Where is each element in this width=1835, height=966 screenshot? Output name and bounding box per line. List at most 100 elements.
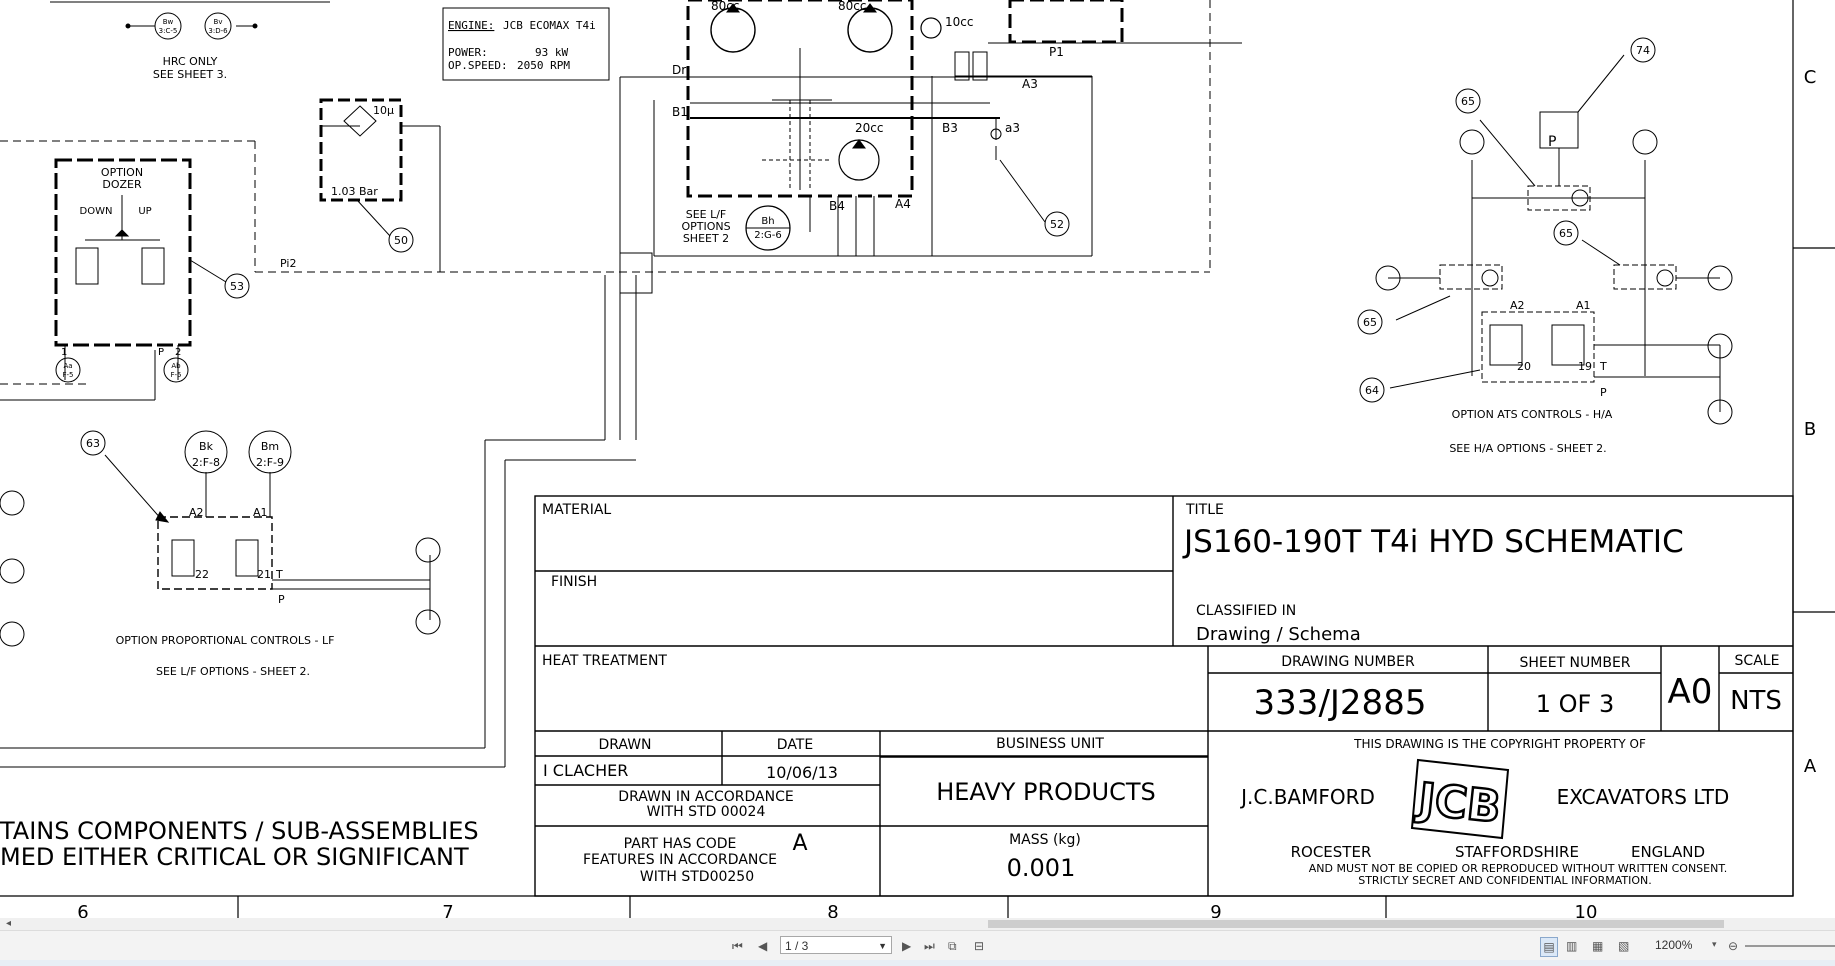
ats-refs [1375,129,1733,425]
hrc-refs [50,1,330,40]
balloon-65-b: 65 [1559,227,1573,240]
prop-lf-refs [0,430,441,647]
svg-text:20: 20 [1517,360,1531,373]
see-lf-note: SEE L/F OPTIONS SHEET 2 [681,208,730,245]
svg-text:Bv: Bv [214,18,223,26]
zoom-dropdown-icon[interactable]: ▾ [1712,938,1717,949]
mass-label: MASS (kg) [1009,832,1081,848]
scrollbar-thumb[interactable] [988,920,1724,928]
drawing-title: JS160-190T T4i HYD SCHEMATIC [1182,524,1684,560]
jcb-logo: JCB [1410,758,1510,840]
ats-ports: A2 A1 20 19 T P P [1510,134,1607,399]
prop-lf-valves [104,454,431,620]
chevron-down-icon: ▼ [878,941,887,951]
company-right: EXCAVATORS LTD [1557,785,1730,809]
copy-page-icon[interactable]: ⧉ [948,938,957,953]
svg-text:Bm: Bm [261,440,279,453]
svg-text:2:F-9: 2:F-9 [256,456,284,469]
sheet-size: A0 [1668,672,1713,712]
drawn-label: DRAWN [598,737,651,753]
dozer-valves [64,195,179,380]
zoom-out-icon[interactable]: ⊖ [1728,939,1739,953]
balloon-64: 64 [1365,384,1379,397]
two-page-continuous-icon[interactable]: ▧ [1618,939,1630,953]
svg-text:A2: A2 [1510,299,1525,312]
next-page-icon[interactable]: ▶ [902,939,912,953]
two-page-view-icon[interactable]: ▦ [1592,939,1604,953]
pilot-lines [0,0,1211,385]
scroll-left-icon[interactable]: ◂ [6,918,12,929]
company-left: J.C.BAMFORD [1239,785,1375,809]
compare-pages-icon[interactable]: ⊟ [974,939,985,953]
svg-text:Dr: Dr [672,63,686,77]
scale-label: SCALE [1735,653,1780,669]
filter-box [319,98,403,202]
grid-col-labels: 6 7 8 9 10 [77,902,1597,918]
svg-text:SHEET 2: SHEET 2 [683,232,729,245]
svg-text:80cc: 80cc [711,0,739,13]
col-label-6: 6 [77,902,88,918]
zoom-slider[interactable] [1745,945,1835,947]
svg-text:2:G-6: 2:G-6 [754,230,781,241]
title-label: TITLE [1185,502,1224,518]
last-page-icon[interactable]: ⏭ [924,938,935,953]
svg-text:T: T [275,568,283,581]
svg-text:SEE L/F: SEE L/F [686,208,727,221]
page-select[interactable]: 1 / 3 ▼ [780,936,892,954]
filter-icon [343,105,377,137]
power-value: 93 kW [535,46,568,59]
ats-note-1: OPTION ATS CONTROLS - H/A [1452,408,1613,421]
svg-text:A1: A1 [1576,299,1591,312]
balloon-53: 53 [230,280,244,293]
engine-info-box [442,7,610,81]
svg-text:Aa: Aa [63,362,72,370]
svg-text:P: P [158,347,164,358]
svg-text:A1: A1 [253,506,268,519]
p1-valve-box [1008,0,1124,44]
drawn-by: I CLACHER [543,761,628,780]
location-2: STAFFORDSHIRE [1455,843,1579,861]
svg-text:DOZER: DOZER [102,178,142,191]
page-select-value: 1 / 3 [785,939,809,953]
svg-text:P: P [1600,386,1607,399]
first-page-icon[interactable]: ⏮ [732,938,743,953]
part-code-1: PART HAS CODE [624,836,737,852]
balloon-52: 52 [1050,218,1064,231]
row-label-a: A [1804,756,1817,777]
ats-circuit [1388,54,1721,412]
svg-text:F-5: F-5 [170,371,181,379]
drawn-date: 10/06/13 [766,763,838,782]
balloon-50: 50 [394,234,408,247]
svg-text:P1: P1 [1049,45,1064,59]
note-line-2: MED EITHER CRITICAL OR SIGNIFICANT [0,843,469,871]
location-1: ROCESTER [1291,843,1372,861]
zoom-level[interactable]: 1200% [1655,938,1693,952]
speed-value: 2050 RPM [517,59,570,72]
schematic-canvas: C B A 6 7 8 9 10 Bw3:C-5 Bv3:D-6 HRC ONL… [0,0,1835,918]
copyright-line-1: THIS DRAWING IS THE COPYRIGHT PROPERTY O… [1353,737,1646,751]
svg-text:A2: A2 [189,506,204,519]
svg-text:a3: a3 [1005,121,1020,135]
dozer-labels: OPTION DOZER DOWN UP [80,166,152,217]
horizontal-scrollbar[interactable]: ◂ [0,918,1835,930]
svg-text:B3: B3 [942,121,958,135]
prop-lf-note-1: OPTION PROPORTIONAL CONTROLS - LF [116,634,335,647]
balloon-65-c: 65 [1363,316,1377,329]
continuous-view-icon[interactable]: ▥ [1566,939,1578,953]
copyright-line-2: AND MUST NOT BE COPIED OR REPRODUCED WIT… [1309,862,1728,875]
mass-value: 0.001 [1007,854,1076,882]
single-page-view-icon[interactable]: ▤ [1540,937,1558,957]
prev-page-icon[interactable]: ◀ [758,939,768,953]
svg-text:80cc: 80cc [838,0,866,13]
drawn-accordance-1: DRAWN IN ACCORDANCE [618,789,793,805]
balloon-labels: 50 52 53 63 64 65 65 65 74 [86,44,1650,450]
sheet-number-label: SHEET NUMBER [1519,655,1630,671]
classified-value: Drawing / Schema [1196,624,1361,645]
heat-treatment-label: HEAT TREATMENT [542,653,667,669]
svg-text:A4: A4 [895,197,911,211]
engine-value: JCB ECOMAX T4i [503,19,596,32]
engine-label: ENGINE: [448,19,494,32]
business-unit-label: BUSINESS UNIT [996,736,1104,752]
svg-text:3:D-6: 3:D-6 [208,27,228,35]
